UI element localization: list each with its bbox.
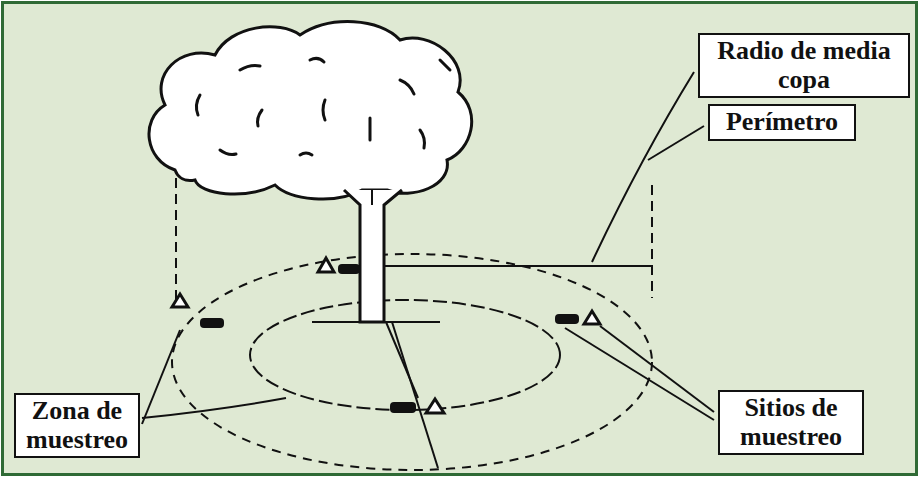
tree-trunk bbox=[344, 190, 402, 322]
tree-canopy bbox=[149, 22, 472, 199]
frame bbox=[3, 3, 917, 475]
label-box: Sitios de muestreo bbox=[718, 390, 864, 455]
inner-ellipse bbox=[250, 300, 560, 410]
label-text: Perímetro bbox=[726, 108, 838, 137]
projection-line bbox=[175, 178, 177, 300]
leader-lines bbox=[142, 72, 714, 424]
sampling-zone-ellipse bbox=[172, 254, 652, 470]
projection-line bbox=[651, 185, 653, 298]
canopy-texture bbox=[196, 58, 450, 155]
ground-line bbox=[312, 321, 440, 323]
label-text: Sitios de muestreo bbox=[726, 394, 856, 451]
center-line bbox=[392, 322, 438, 468]
label-box: Radio de media copa bbox=[698, 33, 910, 98]
label-box: Perímetro bbox=[708, 104, 856, 141]
label-text: Radio de media copa bbox=[706, 37, 902, 94]
trunk-fork bbox=[371, 190, 373, 205]
label-text: Zona de muestreo bbox=[22, 397, 132, 454]
label-box: Zona de muestreo bbox=[14, 393, 140, 458]
sampling-sites bbox=[172, 258, 600, 413]
radius-line bbox=[385, 265, 652, 267]
